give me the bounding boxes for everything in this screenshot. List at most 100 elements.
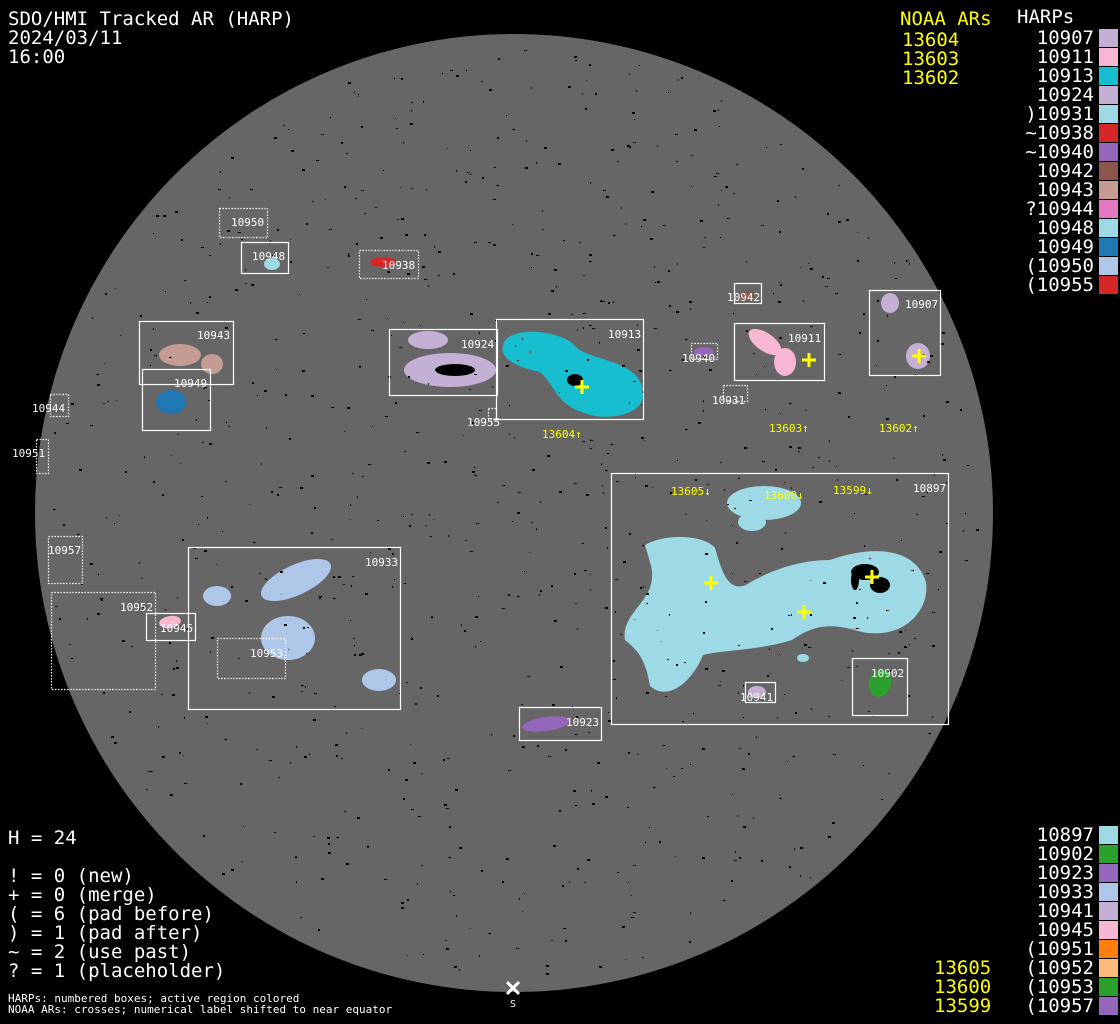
magnetogram-pixel <box>574 56 577 58</box>
harp-color-swatch <box>1099 883 1118 901</box>
harp-box-10897[interactable] <box>610 472 950 726</box>
magnetogram-pixel <box>805 410 807 411</box>
harp-box-10952[interactable] <box>50 591 157 691</box>
magnetogram-pixel <box>302 169 305 171</box>
magnetogram-pixel <box>685 429 688 430</box>
magnetogram-pixel <box>311 532 313 534</box>
harp-box-10940[interactable] <box>690 342 719 361</box>
magnetogram-pixel <box>81 584 83 585</box>
magnetogram-pixel <box>148 771 151 772</box>
magnetogram-pixel <box>605 527 607 529</box>
harp-box-10931[interactable] <box>722 384 749 403</box>
magnetogram-pixel <box>411 637 412 638</box>
magnetogram-pixel <box>53 509 56 510</box>
harp-box-10933[interactable] <box>187 546 402 711</box>
magnetogram-pixel <box>886 385 887 386</box>
magnetogram-pixel <box>401 902 404 904</box>
magnetogram-pixel <box>290 261 292 263</box>
magnetogram-pixel <box>737 815 738 817</box>
magnetogram-pixel <box>307 627 309 628</box>
magnetogram-pixel <box>700 220 703 222</box>
magnetogram-pixel <box>720 462 722 463</box>
magnetogram-pixel <box>616 481 619 482</box>
harp-box-10949[interactable] <box>141 368 212 432</box>
magnetogram-pixel <box>420 687 422 689</box>
magnetogram-pixel <box>532 469 535 471</box>
magnetogram-pixel <box>408 376 410 378</box>
magnetogram-pixel <box>241 239 243 240</box>
magnetogram-pixel <box>90 563 93 565</box>
active-region-10941 <box>748 686 766 698</box>
magnetogram-pixel <box>905 630 906 631</box>
harp-box-10913[interactable] <box>495 318 645 421</box>
magnetogram-pixel <box>196 419 197 421</box>
magnetogram-pixel <box>355 198 357 199</box>
magnetogram-pixel <box>582 441 585 442</box>
harp-box-10945[interactable] <box>145 612 197 642</box>
magnetogram-pixel <box>261 463 262 465</box>
magnetogram-pixel <box>632 112 635 114</box>
magnetogram-pixel <box>531 87 532 89</box>
magnetogram-pixel <box>466 70 467 71</box>
harp-box-10942[interactable] <box>733 282 763 305</box>
harp-box-10941[interactable] <box>744 681 777 704</box>
harp-box-10950[interactable] <box>218 207 269 239</box>
harp-box-10957[interactable] <box>47 535 84 585</box>
magnetogram-pixel <box>474 242 477 243</box>
magnetogram-pixel <box>599 966 602 968</box>
magnetogram-pixel <box>114 742 117 744</box>
harp-box-10907[interactable] <box>868 289 942 377</box>
magnetogram-pixel <box>169 357 172 358</box>
magnetogram-pixel <box>122 640 125 642</box>
magnetogram-pixel <box>231 869 234 871</box>
harp-box-10938[interactable] <box>358 249 420 280</box>
magnetogram-pixel <box>401 218 404 220</box>
harp-box-10943[interactable] <box>138 320 235 386</box>
magnetogram-pixel <box>361 126 363 128</box>
harp-box-10948[interactable] <box>240 241 290 275</box>
magnetogram-pixel <box>753 353 755 354</box>
magnetogram-pixel <box>803 300 804 302</box>
magnetogram-pixel <box>703 410 704 412</box>
magnetogram-pixel <box>92 317 93 319</box>
magnetogram-pixel <box>777 200 779 202</box>
magnetogram-pixel <box>265 579 267 580</box>
harp-box-10924[interactable] <box>388 328 499 397</box>
harp-box-10951[interactable] <box>35 438 50 475</box>
magnetogram-pixel <box>327 837 330 839</box>
harp-box-10944[interactable] <box>49 393 70 418</box>
magnetogram-pixel <box>303 627 305 629</box>
magnetogram-pixel <box>150 349 152 351</box>
magnetogram-pixel <box>762 461 765 462</box>
magnetogram-pixel <box>590 440 593 441</box>
magnetogram-pixel <box>798 447 801 449</box>
harp-box-10902[interactable] <box>851 657 909 717</box>
magnetogram-pixel <box>904 646 907 648</box>
magnetogram-pixel <box>631 917 634 918</box>
harp-box-10955[interactable] <box>487 407 498 421</box>
magnetogram-pixel <box>101 599 103 601</box>
magnetogram-pixel <box>410 744 411 745</box>
magnetogram-pixel <box>704 237 706 238</box>
magnetogram-pixel <box>823 582 826 584</box>
magnetogram-pixel <box>590 589 591 591</box>
harp-box-10953[interactable] <box>216 637 287 680</box>
magnetogram-pixel <box>350 620 351 621</box>
active-region-10897 <box>797 654 809 662</box>
magnetogram-pixel <box>443 759 445 761</box>
magnetogram-pixel <box>474 475 477 476</box>
magnetogram-pixel <box>641 437 644 439</box>
magnetogram-pixel <box>669 370 672 371</box>
noaa-list-item: 13599 <box>934 995 992 1017</box>
magnetogram-pixel <box>175 211 178 213</box>
magnetogram-pixel <box>403 142 404 144</box>
magnetogram-pixel <box>668 270 670 272</box>
magnetogram-pixel <box>577 868 579 870</box>
magnetogram-pixel <box>857 260 859 262</box>
harp-box-10923[interactable] <box>518 706 603 742</box>
harp-color-swatch <box>1099 143 1118 161</box>
magnetogram-pixel <box>546 965 549 967</box>
harp-box-10911[interactable] <box>733 322 826 382</box>
magnetogram-pixel <box>470 313 473 315</box>
harp-label: 10952 <box>120 601 153 614</box>
